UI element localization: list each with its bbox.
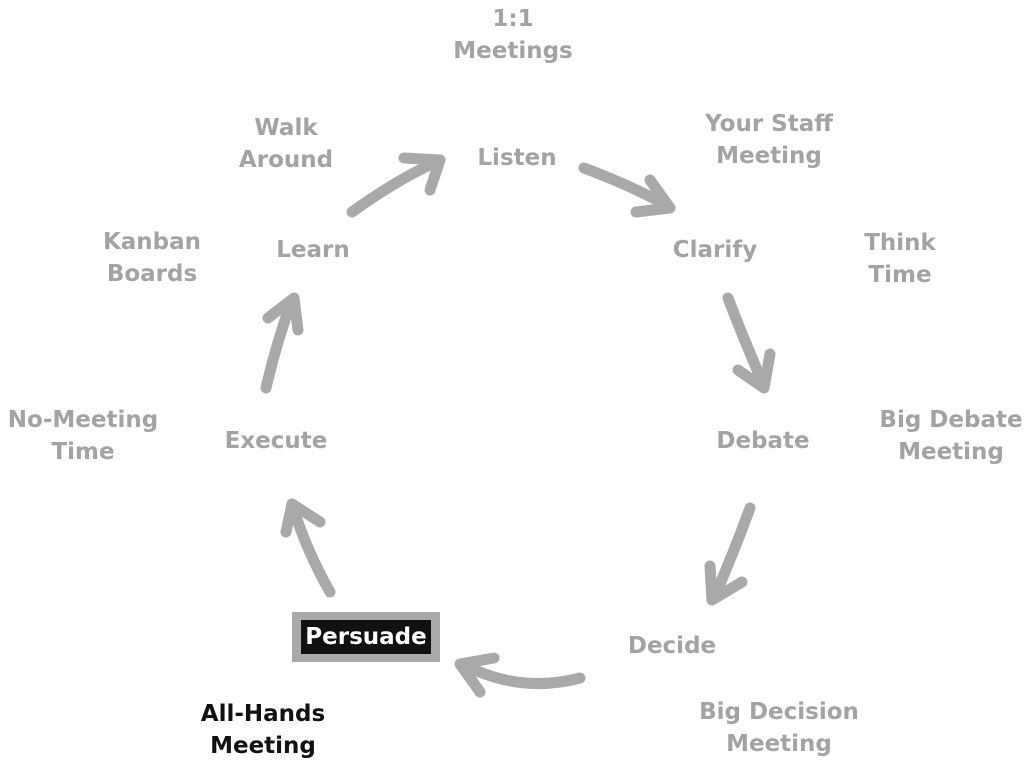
step-debate: Debate — [716, 428, 810, 454]
practice-line: Big Debate — [879, 407, 1023, 433]
step-execute: Execute — [224, 428, 328, 454]
practice-line: 1:1 — [492, 6, 534, 32]
practice-line: Time — [868, 262, 932, 288]
practice-line: All-Hands — [200, 701, 326, 727]
arrow-clarify-to-debate — [722, 292, 776, 394]
practice-no-meeting: No-Meeting Time — [8, 404, 158, 468]
practice-big-decision: Big Decision Meeting — [699, 696, 859, 760]
practice-line: Meeting — [716, 143, 822, 169]
practice-line: Meetings — [453, 38, 573, 64]
arrow-listen-to-clarify — [578, 162, 676, 218]
practice-line: Around — [238, 147, 334, 173]
practice-line: Big Decision — [699, 699, 859, 725]
arrow-persuade-to-execute — [280, 498, 336, 598]
step-persuade: Persuade — [301, 620, 431, 654]
practice-line: Kanban — [102, 229, 202, 255]
step-persuade-highlight: Persuade — [292, 612, 440, 662]
practice-line: Walk — [254, 115, 318, 141]
practice-think-time: Think Time — [864, 227, 936, 291]
practice-line: Your Staff — [705, 111, 833, 137]
practice-line: Meeting — [898, 439, 1004, 465]
practice-line: Meeting — [726, 731, 832, 757]
practice-big-debate: Big Debate Meeting — [879, 404, 1022, 468]
step-decide: Decide — [627, 633, 717, 659]
step-clarify: Clarify — [672, 237, 758, 263]
practice-line: No-Meeting — [7, 407, 159, 433]
arrow-debate-to-decide — [704, 502, 756, 606]
step-learn: Learn — [276, 237, 350, 263]
practice-line: Meeting — [210, 733, 316, 759]
practice-kanban: Kanban Boards — [103, 226, 201, 290]
practice-walk-around: Walk Around — [239, 112, 333, 176]
practice-staff-meeting: Your Staff Meeting — [705, 108, 833, 172]
arrow-execute-to-learn — [260, 292, 304, 394]
arrow-learn-to-listen — [346, 152, 446, 218]
practice-line: Time — [51, 439, 115, 465]
arrow-decide-to-persuade — [454, 652, 586, 698]
step-listen: Listen — [477, 145, 557, 171]
practice-line: Think — [864, 230, 936, 256]
practice-line: Boards — [106, 261, 198, 287]
practice-one-on-one: 1:1 Meetings — [453, 3, 573, 67]
practice-all-hands: All-Hands Meeting — [201, 698, 325, 762]
